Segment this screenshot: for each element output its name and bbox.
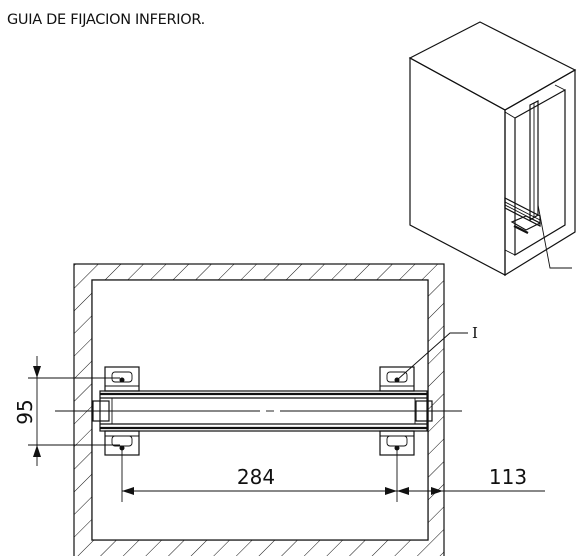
plan-view [55, 263, 462, 556]
vertical-dimension: 95 [13, 356, 120, 466]
callout-label: I [472, 324, 478, 342]
detail-callout: I [396, 324, 478, 381]
dimension-113-label: 113 [489, 465, 527, 489]
dimension-95-label: 95 [13, 399, 37, 424]
mounting-bracket-top-right [379, 366, 415, 392]
bottom-guide-rail [92, 390, 433, 432]
mounting-bracket-top-left [104, 366, 140, 392]
page-title: GUIA DE FIJACION INFERIOR. [7, 12, 205, 28]
dimension-284-label: 284 [237, 465, 275, 489]
horizontal-dimension: 284 113 [121, 448, 545, 502]
cabinet-isometric-view [408, 21, 577, 277]
